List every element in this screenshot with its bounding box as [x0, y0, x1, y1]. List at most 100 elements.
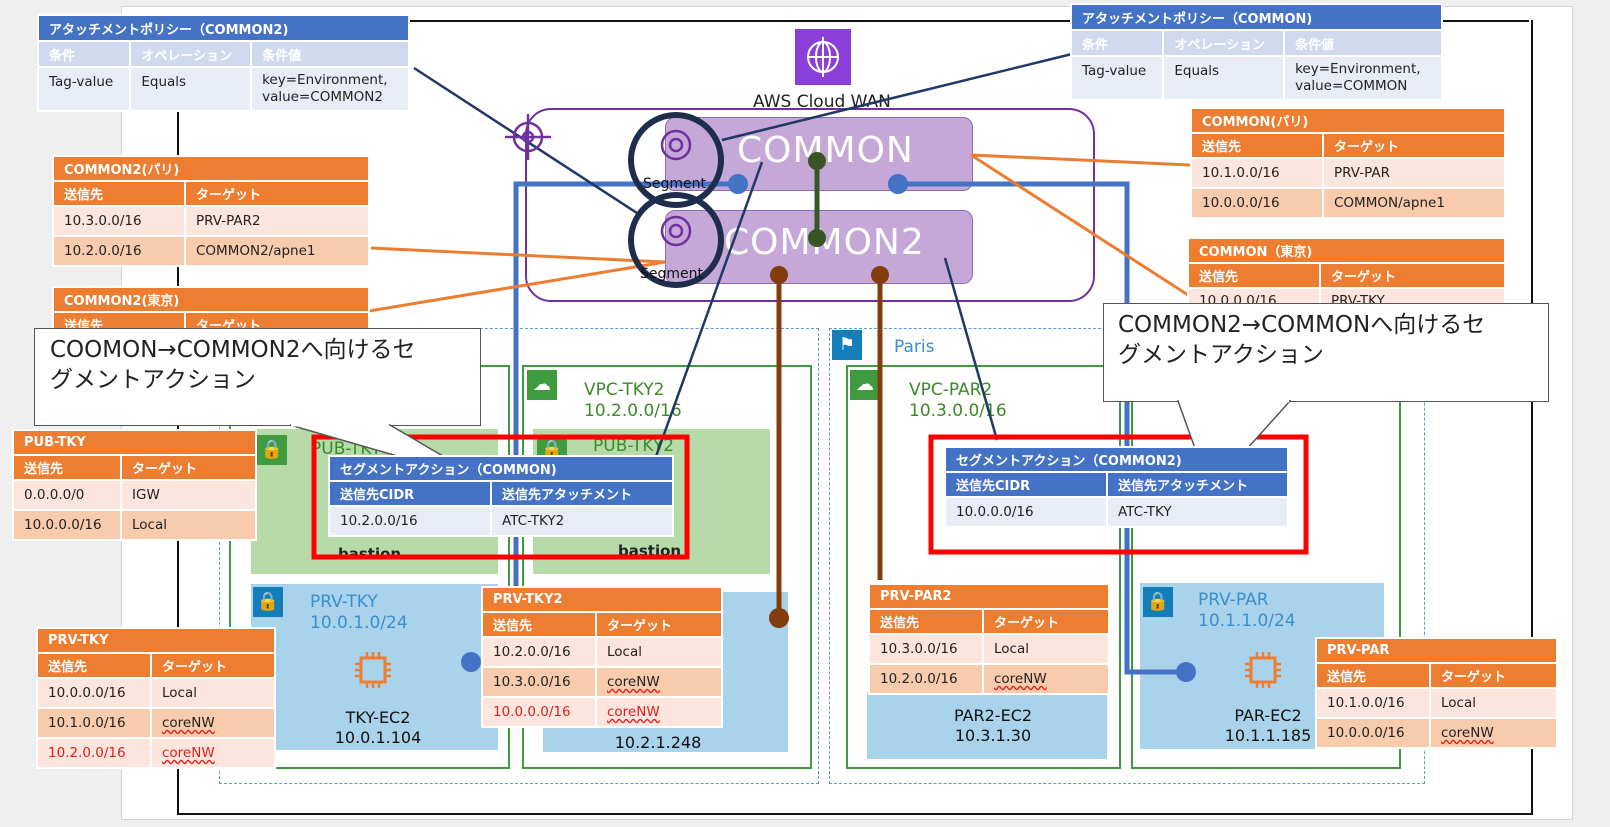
rt-cell-added: 10.0.0.0/16 [481, 696, 597, 728]
rt-target-text: coreNW [1441, 725, 1494, 741]
rt-cell-added: 10.2.0.0/16 [36, 737, 152, 769]
rt-header: 送信先 [36, 652, 152, 679]
rt-cell: 10.2.0.0/16 [868, 663, 984, 695]
policy-col-header: 条件 [36, 40, 132, 68]
policy-common2-table: アタッチメントポリシー（COMMON2) 条件オペレーション条件値 Tag-va… [36, 14, 410, 112]
rt-header: 送信先 [1190, 132, 1324, 159]
seg-action-header: 送信先アタッチメント [1106, 471, 1289, 498]
vpc-cloud-icon: ☁ [850, 370, 880, 400]
policy-common-table: アタッチメントポリシー（COMMON) 条件オペレーション条件値 Tag-val… [1069, 3, 1443, 101]
segment-label-common: Segment [643, 176, 706, 192]
prv-tky-cidr: 10.0.1.0/24 [310, 613, 408, 633]
vpc-par2-cidr: 10.3.0.0/16 [909, 401, 1007, 421]
rt-cell: 10.3.0.0/16 [868, 633, 984, 665]
vpc-par2-name: VPC-PAR2 [909, 380, 993, 400]
rt-title: PRV-PAR [1315, 637, 1558, 664]
rt-cell: 10.1.0.0/16 [1190, 157, 1324, 189]
rt-title: COMMON2(東京) [52, 286, 370, 313]
rt-target-text: coreNW [994, 671, 1047, 687]
seg-action-cell: 10.2.0.0/16 [328, 505, 492, 537]
rt-cell: 10.0.0.0/16 [1315, 717, 1431, 749]
rt-cell: 10.3.0.0/16 [481, 666, 597, 698]
policy-cell: key=Environment, value=COMMON2 [250, 66, 410, 112]
prv-par-name: PRV-PAR [1198, 590, 1269, 610]
rt-cell: 10.0.0.0/16 [12, 509, 122, 541]
callout-left-text: COOMON→COMMON2へ向けるセ グメントアクション [50, 335, 415, 395]
rt-header: ターゲット [1322, 132, 1506, 159]
callout-right [1103, 303, 1549, 402]
policy-val-line: key=Environment, [1295, 61, 1421, 77]
tokyo-region-box [219, 328, 819, 784]
ec2-tky: TKY-EC2 10.0.1.104 [318, 708, 438, 748]
rt-cell: COMMON2/apne1 [184, 235, 370, 267]
vpc-cloud-icon: ☁ [527, 370, 557, 400]
rt-cell: Local [150, 677, 276, 709]
policy-col-header: 条件 [1069, 29, 1165, 57]
rt-cell: 10.1.0.0/16 [1315, 687, 1431, 719]
seg-action-header: 送信先アタッチメント [490, 480, 674, 507]
rt-cell: COMMON/apne1 [1322, 187, 1506, 219]
seg-action-cell: 10.0.0.0/16 [944, 496, 1108, 528]
policy-col-header: オペレーション [1162, 29, 1286, 57]
rt-title: PUB-TKY [12, 429, 257, 456]
rt-cell-added: coreNW [150, 737, 276, 769]
policy-col-header: 条件値 [250, 40, 410, 68]
seg-action-header: 送信先CIDR [328, 480, 492, 507]
ec2-chip-icon [355, 652, 391, 688]
outer-frame-top [177, 20, 1529, 22]
rt-target-text: coreNW [607, 704, 660, 720]
rt-header: ターゲット [982, 608, 1110, 635]
rt-cell: 10.2.0.0/16 [481, 636, 597, 668]
rt-cell: 10.0.0.0/16 [36, 677, 152, 709]
seg-action-title: セグメントアクション（COMMON2) [944, 446, 1289, 473]
rt-cell: coreNW [595, 666, 723, 698]
callout-left [34, 328, 481, 426]
policy-cell: Equals [1162, 55, 1286, 101]
rt-header: 送信先 [52, 180, 186, 207]
prv-par-cidr: 10.1.1.0/24 [1198, 611, 1296, 631]
callout-left-line: COOMON→COMMON2へ向けるセ [50, 337, 416, 363]
rt-cell: 10.3.0.0/16 [52, 205, 186, 237]
rt-cell: PRV-PAR [1322, 157, 1506, 189]
rt-header: ターゲット [150, 652, 276, 679]
vpc-tky2-name: VPC-TKY2 [584, 380, 665, 400]
vpc-tky2-cidr: 10.2.0.0/16 [584, 401, 682, 421]
rt-cell: coreNW [150, 707, 276, 739]
rt-header: 送信先 [1187, 262, 1321, 289]
rt-header: ターゲット [595, 611, 723, 638]
seg-action-header: 送信先CIDR [944, 471, 1108, 498]
rt-header: 送信先 [1315, 662, 1431, 689]
core-network-box [525, 108, 1095, 302]
rt-cell: 10.2.0.0/16 [52, 235, 186, 267]
prv-tky-name: PRV-TKY [310, 592, 378, 612]
rt-cell: 10.0.0.0/16 [1190, 187, 1324, 219]
rt-header: ターゲット [184, 180, 370, 207]
ec2-chip-icon [1245, 652, 1281, 688]
ec2-par-name: PAR-EC2 [1234, 706, 1302, 725]
seg-action-cell: ATC-TKY2 [490, 505, 674, 537]
rt-header: ターゲット [1429, 662, 1558, 689]
vpc-tky2-box [522, 365, 812, 769]
policy-val-line: value=COMMON [1295, 78, 1408, 94]
rt-cell: 10.1.0.0/16 [36, 707, 152, 739]
policy-common-title: アタッチメントポリシー（COMMON) [1070, 3, 1443, 31]
policy-cell: Tag-value [36, 66, 132, 112]
rt-header: 送信先 [868, 608, 984, 635]
rt-cell: Local [982, 633, 1110, 665]
lock-icon: 🔒 [257, 435, 287, 465]
policy-val-line: key=Environment, [262, 72, 388, 88]
policy-cell: key=Environment, value=COMMON [1283, 55, 1443, 101]
rt-cell: coreNW [982, 663, 1110, 695]
rt-cell: IGW [120, 479, 257, 511]
rt-title: PRV-PAR2 [868, 583, 1110, 610]
rt-cell: PRV-PAR2 [184, 205, 370, 237]
rt-header: ターゲット [1319, 262, 1506, 289]
policy-col-header: 条件値 [1283, 29, 1443, 57]
rt-title: COMMON2(パリ) [52, 155, 370, 182]
